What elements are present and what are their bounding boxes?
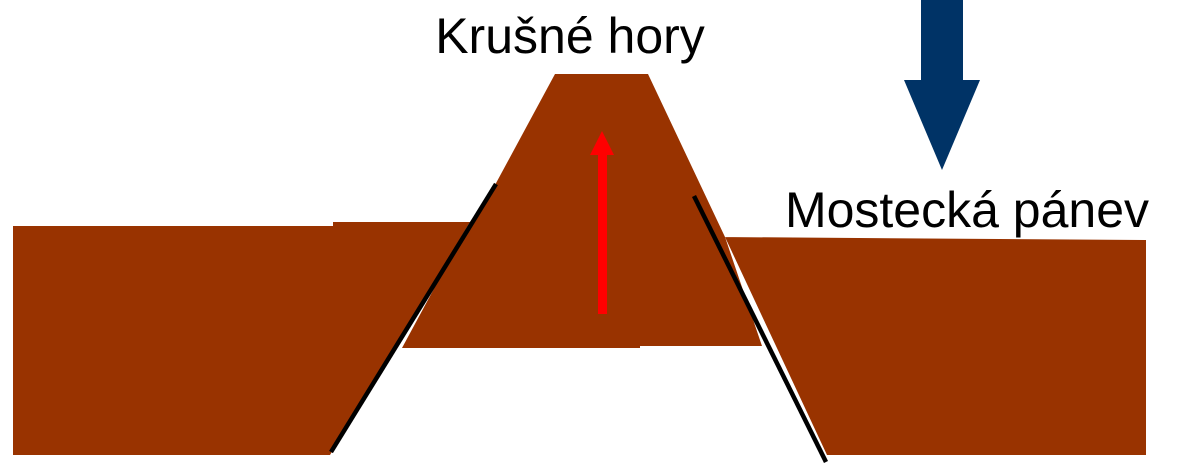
right-rock-block bbox=[718, 237, 1146, 455]
subsidence-arrow-head bbox=[904, 80, 980, 170]
basin-label: Mostecká pánev bbox=[785, 182, 1149, 238]
central-horst-block bbox=[402, 74, 762, 348]
uplift-arrow-shaft bbox=[598, 152, 607, 314]
subsidence-arrow bbox=[904, 0, 980, 170]
uplift-arrow-head bbox=[590, 131, 614, 155]
mountains-label: Krušné hory bbox=[435, 8, 705, 64]
uplift-arrow bbox=[590, 131, 614, 314]
subsidence-arrow-shaft bbox=[921, 0, 963, 82]
right-fault-line bbox=[691, 194, 829, 464]
left-rock-block bbox=[13, 222, 470, 455]
left-fault-line bbox=[329, 182, 498, 454]
